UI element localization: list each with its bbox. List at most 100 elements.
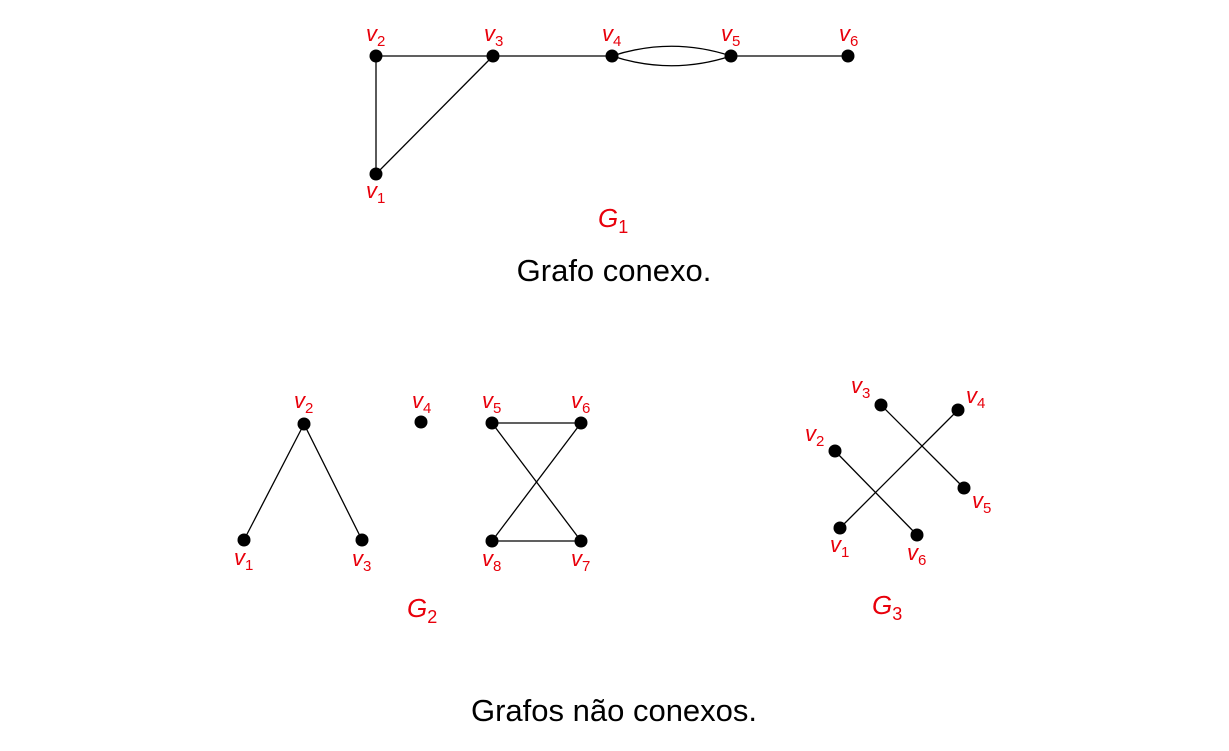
vertex-g1-v3 [486, 49, 500, 63]
vertex-label-g2-v2: v2 [294, 388, 313, 417]
graph-subscript: 3 [892, 604, 902, 624]
vertex-g3-v5 [957, 481, 971, 495]
vertex-subscript: 3 [862, 385, 870, 402]
vertex-subscript: 3 [363, 558, 371, 575]
vertex-subscript: 6 [582, 400, 590, 417]
vertex-g2-v7 [574, 534, 588, 548]
vertex-letter: v [352, 546, 365, 571]
vertex-letter: v [805, 421, 818, 446]
vertex-letter: v [839, 21, 852, 46]
edge-g3-v2-v6 [834, 450, 918, 536]
vertex-letter: v [294, 388, 307, 413]
vertex-g2-v2 [297, 417, 311, 431]
graph-letter: G [407, 593, 427, 623]
vertex-subscript: 1 [841, 544, 849, 561]
vertex-subscript: 5 [493, 400, 501, 417]
graph-subscript: 2 [427, 607, 437, 627]
vertex-label-g3-v2: v2 [805, 421, 824, 450]
vertex-letter: v [366, 21, 379, 46]
edge-g2-v6-v8 [491, 422, 582, 542]
vertex-subscript: 8 [493, 558, 501, 575]
vertex-subscript: 4 [613, 33, 621, 50]
vertex-subscript: 2 [305, 400, 313, 417]
vertex-g1-v6 [841, 49, 855, 63]
vertex-g3-v1 [833, 521, 847, 535]
vertex-label-g2-v7: v7 [571, 546, 590, 575]
vertex-label-g3-v5: v5 [972, 488, 991, 517]
vertex-g2-v8 [485, 534, 499, 548]
vertex-label-g2-v3: v3 [352, 546, 371, 575]
vertex-letter: v [482, 388, 495, 413]
vertex-g2-v5 [485, 416, 499, 430]
edge-g1-v1-v3 [375, 55, 494, 175]
vertex-letter: v [851, 373, 864, 398]
vertex-g3-v6 [910, 528, 924, 542]
vertex-label-g2-v6: v6 [571, 388, 590, 417]
vertex-subscript: 3 [495, 33, 503, 50]
edge-g1-v4-v5 [611, 55, 732, 67]
graph-label-g2: G2 [407, 593, 437, 627]
vertex-letter: v [907, 540, 920, 565]
vertex-subscript: 1 [377, 190, 385, 207]
vertex-subscript: 4 [423, 400, 431, 417]
vertex-label-g3-v4: v4 [966, 383, 985, 412]
graph-subscript: 1 [618, 217, 628, 237]
edge-g2-v2-v3 [303, 423, 363, 541]
vertex-g1-v2 [369, 49, 383, 63]
vertex-letter: v [484, 21, 497, 46]
vertex-g1-v1 [369, 167, 383, 181]
vertex-label-g2-v1: v1 [234, 545, 253, 574]
vertex-g2-v3 [355, 533, 369, 547]
vertex-subscript: 1 [245, 557, 253, 574]
graph-label-g3: G3 [872, 590, 902, 624]
vertex-letter: v [830, 532, 843, 557]
vertex-subscript: 6 [850, 33, 858, 50]
vertex-g3-v3 [874, 398, 888, 412]
vertex-subscript: 4 [977, 395, 985, 412]
vertex-label-g2-v5: v5 [482, 388, 501, 417]
vertex-label-g2-v8: v8 [482, 546, 501, 575]
vertex-letter: v [234, 545, 247, 570]
vertex-label-g2-v4: v4 [412, 388, 431, 417]
vertex-letter: v [482, 546, 495, 571]
vertex-label-g1-v6: v6 [839, 21, 858, 50]
caption-connected: Grafo conexo. [517, 253, 712, 288]
vertex-label-g1-v4: v4 [602, 21, 621, 50]
vertex-letter: v [571, 388, 584, 413]
vertex-subscript: 5 [983, 500, 991, 517]
vertex-subscript: 2 [816, 433, 824, 450]
vertex-label-g3-v6: v6 [907, 540, 926, 569]
vertex-letter: v [972, 488, 985, 513]
vertex-label-g3-v3: v3 [851, 373, 870, 402]
vertex-g3-v2 [828, 444, 842, 458]
graph-letter: G [872, 590, 892, 620]
edge-g3-v4-v1 [839, 409, 959, 529]
vertex-g1-v4 [605, 49, 619, 63]
vertex-g2-v4 [414, 415, 428, 429]
edge-g3-v3-v5 [880, 404, 965, 489]
vertex-label-g1-v2: v2 [366, 21, 385, 50]
graph-label-g1: G1 [598, 203, 628, 237]
vertex-letter: v [366, 178, 379, 203]
vertex-label-g3-v1: v1 [830, 532, 849, 561]
vertex-letter: v [721, 21, 734, 46]
caption-disconnected: Grafos não conexos. [471, 693, 757, 728]
graph-letter: G [598, 203, 618, 233]
vertex-subscript: 2 [377, 33, 385, 50]
vertex-g2-v1 [237, 533, 251, 547]
vertex-label-g1-v1: v1 [366, 178, 385, 207]
vertex-letter: v [571, 546, 584, 571]
vertex-g2-v6 [574, 416, 588, 430]
edge-g2-v1-v2 [243, 423, 305, 541]
vertex-label-g1-v5: v5 [721, 21, 740, 50]
vertex-letter: v [602, 21, 615, 46]
edge-g1-v4-v5 [611, 45, 732, 57]
vertex-g3-v4 [951, 403, 965, 417]
vertex-subscript: 7 [582, 558, 590, 575]
vertex-letter: v [412, 388, 425, 413]
vertex-g1-v5 [724, 49, 738, 63]
